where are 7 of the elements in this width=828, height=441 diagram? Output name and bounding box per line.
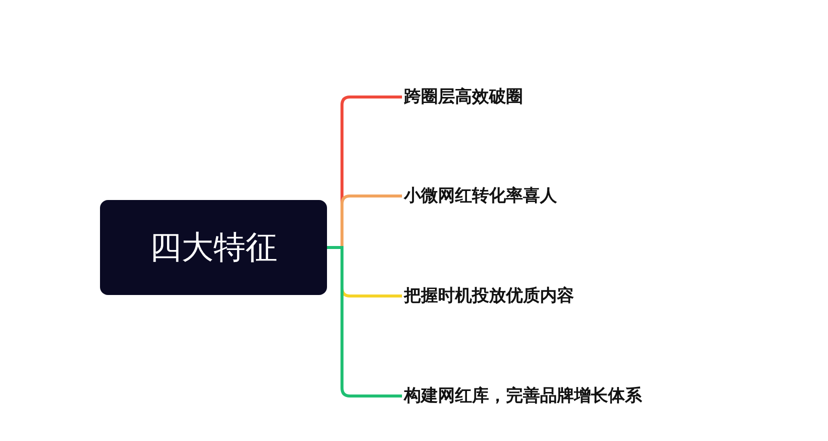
branch-label: 把握时机投放优质内容 <box>404 284 574 308</box>
branch-label: 小微网红转化率喜人 <box>404 184 557 208</box>
branch-label: 跨圈层高效破圈 <box>404 85 523 109</box>
branch-line <box>327 246 402 398</box>
branch-label: 构建网红库，完善品牌增长体系 <box>404 384 642 408</box>
root-title: 四大特征 <box>150 226 278 268</box>
root-box <box>100 200 327 295</box>
